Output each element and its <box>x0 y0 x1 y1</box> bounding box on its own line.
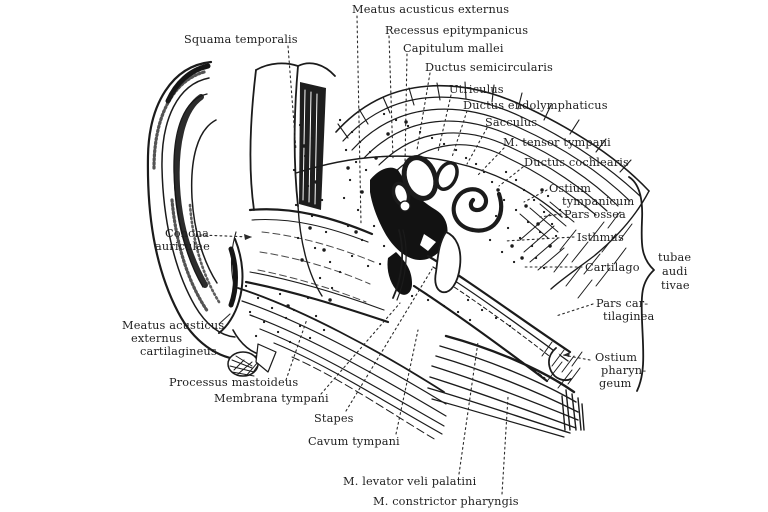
label-ostium-tympanicum: Ostium tympanicum <box>549 182 634 208</box>
label-line: Pars car- <box>596 297 649 310</box>
label-line: pharyn- <box>601 364 647 377</box>
malleus-head <box>399 200 411 212</box>
leader-ductus-semicircularis <box>416 72 431 151</box>
leader-ductus-cochlearis <box>498 166 524 187</box>
label-line: auriculae <box>155 240 211 253</box>
label-pars-ossea: Pars ossea <box>564 208 626 221</box>
label-meatus-acusticus-externus: Meatus acusticus externus <box>352 3 509 16</box>
label-line: externus <box>131 332 183 345</box>
label-line: Stapes <box>314 412 354 425</box>
label-line: cartilagineus <box>140 345 217 358</box>
pharynx-wall <box>237 287 447 441</box>
label-line: Capitulum mallei <box>403 42 504 55</box>
leader-stapes <box>345 268 433 412</box>
label-recessus-epitympanicus: Recessus epitympanicus <box>385 24 528 37</box>
label-ductus-endolymphaticus: Ductus endolymphaticus <box>463 99 608 112</box>
label-line: Ductus endolymphaticus <box>463 99 608 112</box>
cartilage-hatching <box>519 201 633 389</box>
label-line: M. constrictor pharyngis <box>373 495 519 508</box>
label-line: tilaginea <box>603 310 655 323</box>
label-cavum-tympani: Cavum tympani <box>308 435 400 448</box>
label-line: Processus mastoideus <box>169 376 299 389</box>
leader-processus-mastoideus <box>285 318 308 381</box>
mastoid-process <box>227 343 277 377</box>
label-line: Cavum tympani <box>308 435 400 448</box>
label-line: Ostium <box>549 182 592 195</box>
leader-pars-cartilaginea <box>555 303 594 317</box>
label-sacculus: Sacculus <box>485 116 537 129</box>
label-line: tympanicum <box>562 195 635 208</box>
label-stapes: Stapes <box>314 412 354 425</box>
label-capitulum-mallei: Capitulum mallei <box>403 42 504 55</box>
leader-capitulum-mallei <box>404 53 408 165</box>
label-line: geum <box>599 377 632 390</box>
eardrum <box>392 229 404 299</box>
leader-pars-ossea <box>539 213 562 218</box>
label-line: Recessus epitympanicus <box>385 24 529 37</box>
leader-m-levator-veli-palatini <box>458 341 479 475</box>
label-squama-temporalis: Squama temporalis <box>184 33 298 46</box>
inner-ear <box>370 155 504 301</box>
label-ductus-semicircularis: Ductus semicircularis <box>425 61 553 74</box>
ear-canal <box>244 208 390 324</box>
leader-sacculus <box>466 127 488 165</box>
label-line: Isthmus <box>577 231 624 244</box>
label-meatus-acusticus-externus-cartilagineus: Meatus acusticus externus cartilagineus <box>122 319 224 358</box>
label-line: Cartilago <box>585 261 640 274</box>
label-m-levator-veli-palatini: M. levator veli palatini <box>343 475 476 488</box>
tube-cartilage-hook <box>434 231 462 294</box>
leader-ostium-tympanicum <box>523 189 548 203</box>
leader-m-tensor-tympani <box>476 147 505 177</box>
label-membrana-tympani: Membrana tympani <box>214 392 329 405</box>
label-m-constrictor-pharyngis: M. constrictor pharyngis <box>373 495 519 508</box>
temporal-bone <box>244 62 650 344</box>
leader-squama-temporalis <box>287 45 297 151</box>
leader-isthmus <box>504 236 575 242</box>
leader-concha-auriculae <box>199 234 252 238</box>
label-line: M. tensor tympani <box>503 136 611 149</box>
label-line: Squama temporalis <box>184 33 298 46</box>
label-line: Meatus acusticus <box>122 319 225 332</box>
label-utriculus: Utriculus <box>449 83 504 96</box>
semicircular-canal <box>401 155 439 201</box>
label-line: Utriculus <box>449 83 504 96</box>
label-ductus-cochlearis: Ductus cochlearis <box>524 156 629 169</box>
label-line: Sacculus <box>485 116 538 129</box>
label-line: Concha <box>165 227 209 240</box>
label-line: audi <box>662 265 688 278</box>
label-line: Pars ossea <box>564 208 626 221</box>
label-m-tensor-tympani: M. tensor tympani <box>503 136 611 149</box>
label-line: Meatus acusticus externus <box>352 3 510 16</box>
tubae-auditivae-brace <box>628 176 655 392</box>
label-cartilago: Cartilago <box>585 261 640 274</box>
leader-ductus-endolymphaticus <box>451 110 468 158</box>
leader-lines <box>199 15 594 495</box>
label-line: Membrana tympani <box>214 392 329 405</box>
pharyngeal-muscles <box>427 334 585 438</box>
pinna <box>146 60 265 362</box>
cochlea-spiral <box>451 187 504 233</box>
label-line: Ostium <box>595 351 638 364</box>
leader-m-constrictor-pharyngis <box>501 396 509 495</box>
label-line: M. levator veli palatini <box>343 475 477 488</box>
label-processus-mastoideus: Processus mastoideus <box>169 376 298 389</box>
leader-ostium-pharyngeum <box>562 354 591 361</box>
leader-utriculus <box>437 94 452 153</box>
label-line: Ductus cochlearis <box>524 156 629 169</box>
leader-recessus-epitympanicus <box>388 35 394 159</box>
label-concha-auriculae: Concha auriculae <box>155 227 210 253</box>
label-ostium-pharyngeum: Ostium pharyn- geum <box>592 351 646 390</box>
muscle-cut-face <box>561 389 585 431</box>
label-pars-cartilaginea: Pars car- tilaginea <box>596 297 654 323</box>
label-tubae-auditivae: tubae audi tivae <box>658 251 691 293</box>
leader-meatus-acusticus-externus <box>356 15 362 225</box>
leader-membrana-tympani <box>320 302 401 395</box>
label-line: Ductus semicircularis <box>425 61 553 74</box>
eustachian-tube <box>412 231 572 383</box>
leader-meatus-cartilagineus <box>218 313 231 325</box>
label-line: tivae <box>661 279 690 292</box>
label-isthmus: Isthmus <box>577 231 624 244</box>
label-line: tubae <box>658 251 692 264</box>
